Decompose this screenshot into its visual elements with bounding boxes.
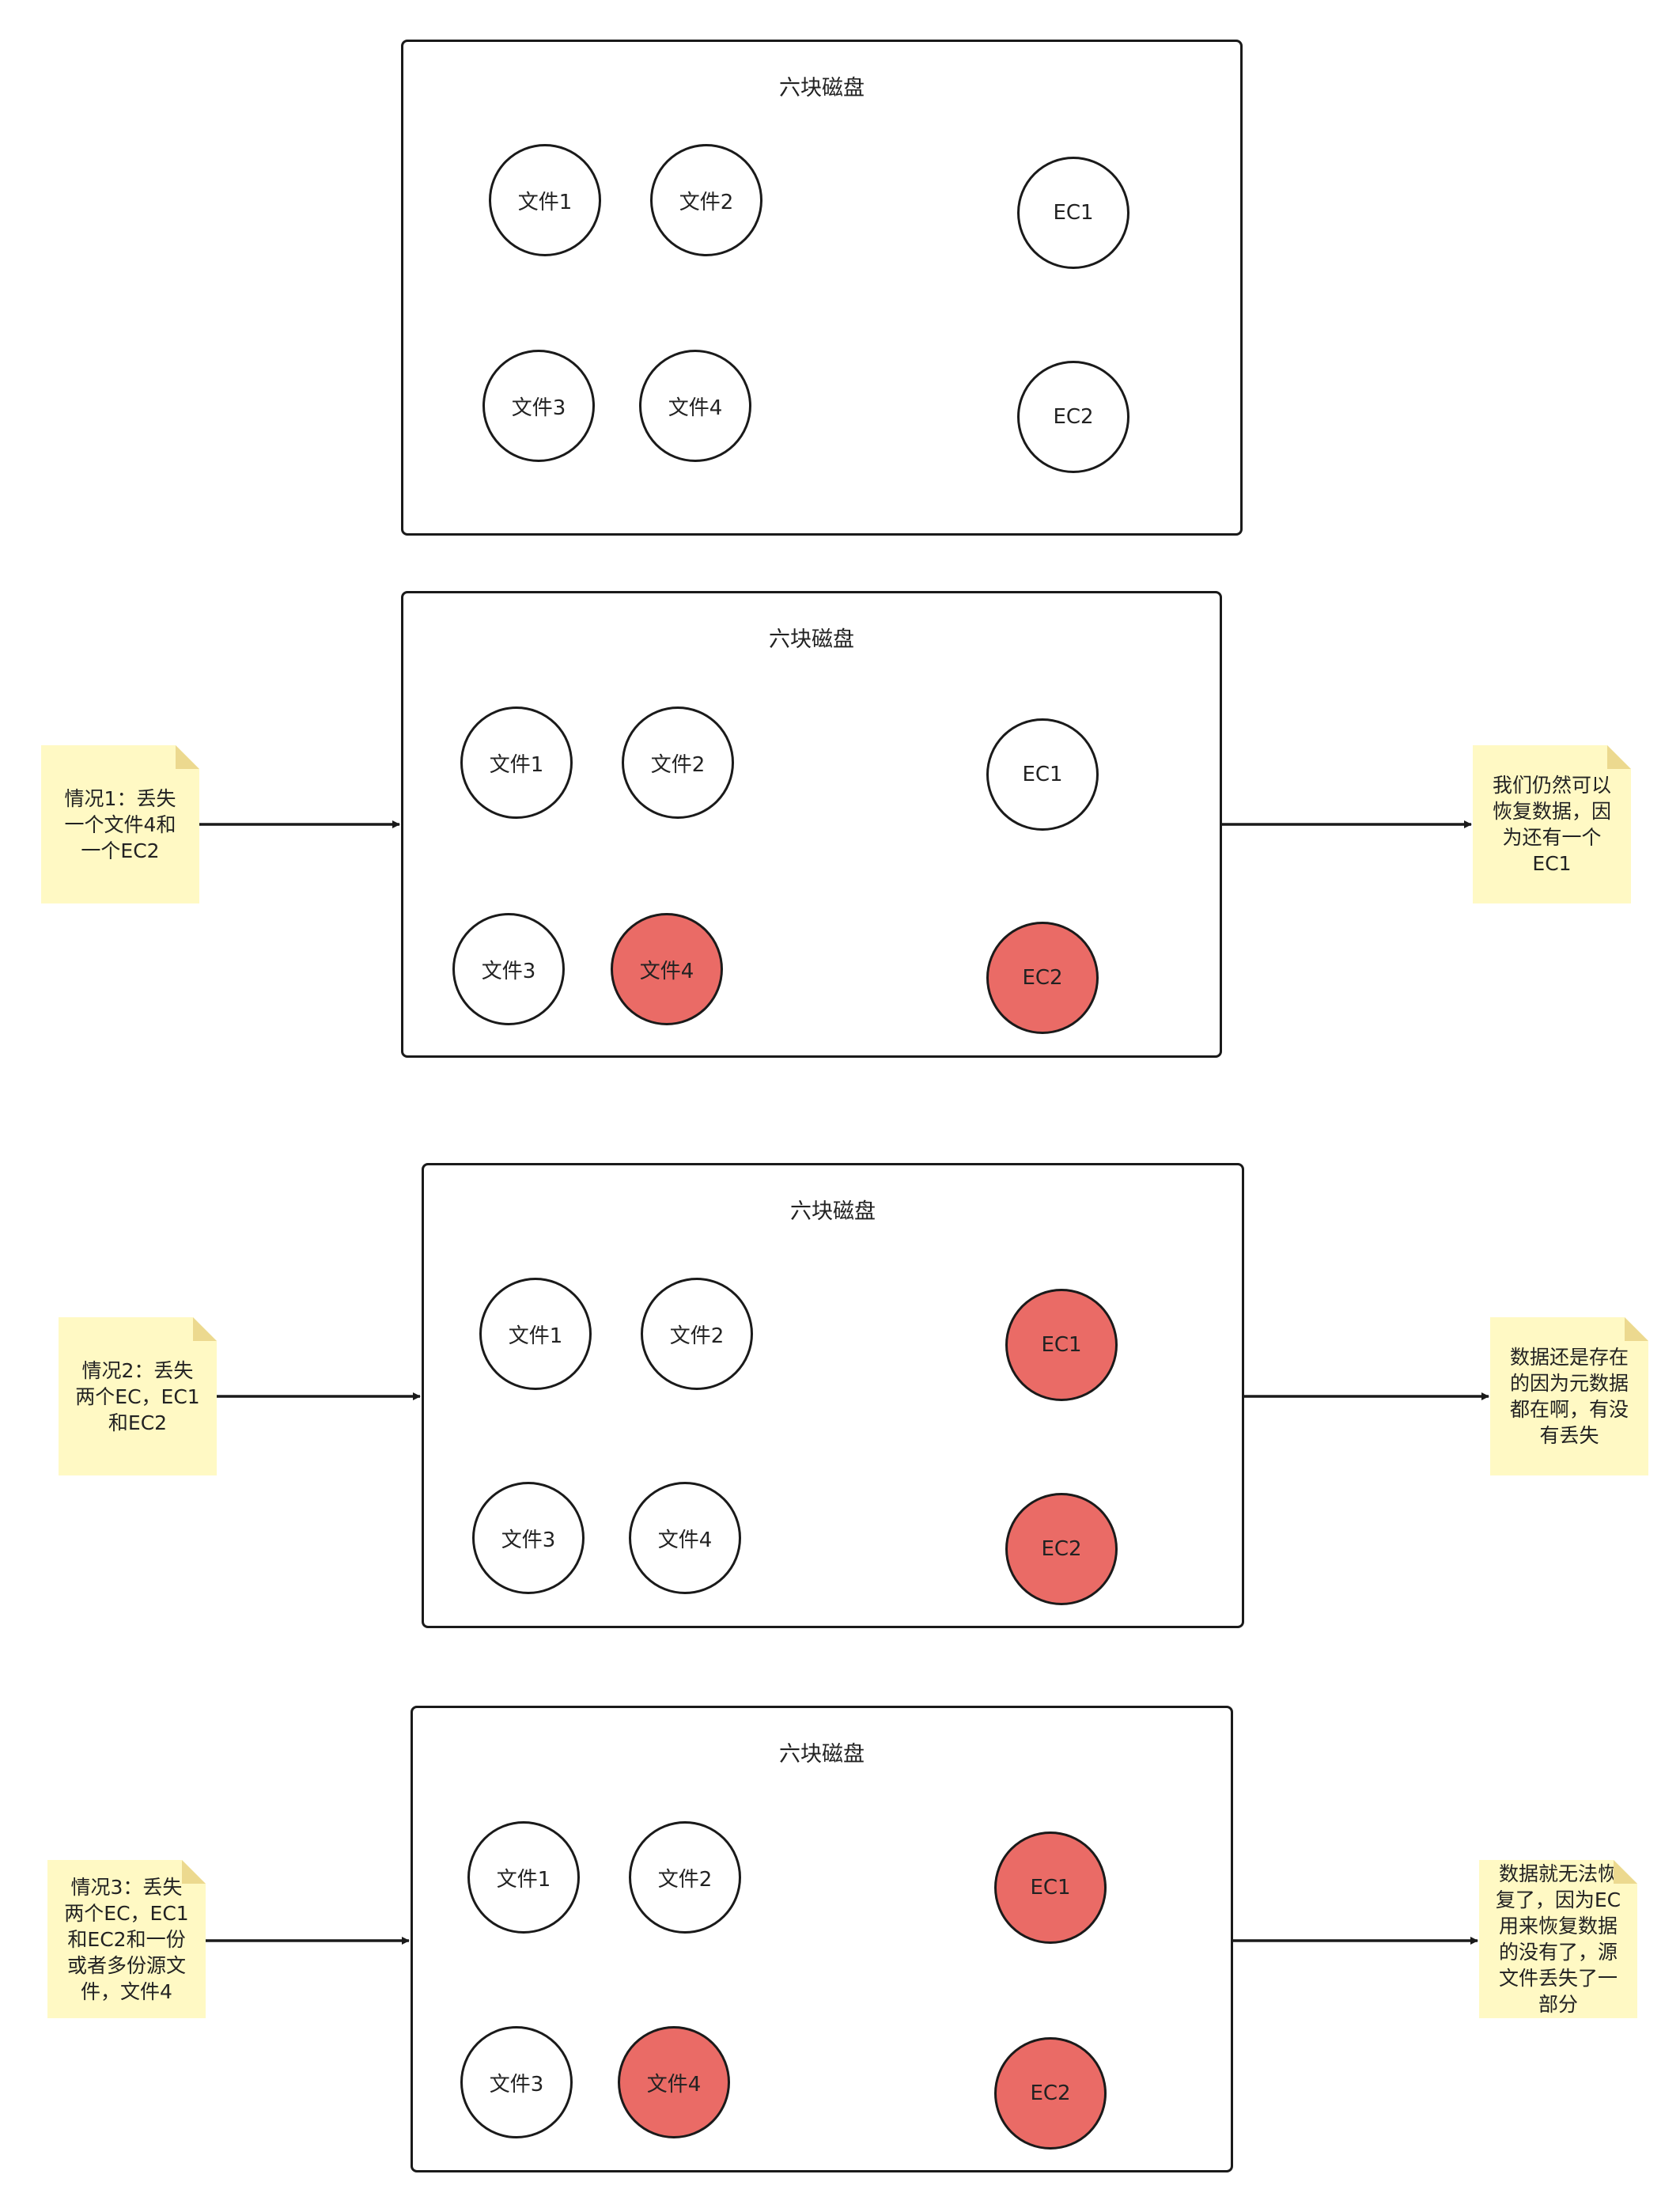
disk-node-文件1: 文件1 xyxy=(489,144,601,256)
disk-node-文件2: 文件2 xyxy=(622,706,734,819)
disk-node-文件3: 文件3 xyxy=(452,913,565,1025)
disk-node-EC1: EC1 xyxy=(1017,157,1129,269)
disk-node-EC1: EC1 xyxy=(986,718,1099,831)
disk-node-文件3: 文件3 xyxy=(460,2026,573,2138)
disk-node-文件2: 文件2 xyxy=(629,1821,741,1934)
lost-disk-node-EC1: EC1 xyxy=(994,1831,1107,1944)
disk-node-文件2: 文件2 xyxy=(641,1278,753,1390)
lost-disk-node-文件4: 文件4 xyxy=(611,913,723,1025)
lost-disk-node-EC1: EC1 xyxy=(1005,1289,1118,1401)
panel-title: 六块磁盘 xyxy=(790,1199,876,1224)
disk-node-EC2: EC2 xyxy=(1017,361,1129,473)
panel-title: 六块磁盘 xyxy=(779,76,865,100)
disk-node-文件1: 文件1 xyxy=(460,706,573,819)
result-note-3: 数据就无法恢 复了，因为EC 用来恢复数据 的没有了，源 文件丢失了一 部分 xyxy=(1479,1860,1637,2018)
lost-disk-node-EC2: EC2 xyxy=(1005,1493,1118,1605)
disk-panel-1: 六块磁盘 xyxy=(401,40,1243,536)
lost-disk-node-EC2: EC2 xyxy=(986,922,1099,1034)
result-note-2: 数据还是存在 的因为元数据 都在啊，有没 有丢失 xyxy=(1490,1317,1648,1475)
disk-node-文件1: 文件1 xyxy=(467,1821,580,1934)
disk-node-文件3: 文件3 xyxy=(482,350,595,462)
case-note-1: 情况1：丢失 一个文件4和 一个EC2 xyxy=(41,745,199,903)
case-note-2: 情况2：丢失 两个EC，EC1 和EC2 xyxy=(59,1317,217,1475)
panel-title: 六块磁盘 xyxy=(779,1742,865,1767)
disk-node-文件3: 文件3 xyxy=(472,1482,585,1594)
disk-node-文件1: 文件1 xyxy=(479,1278,592,1390)
case-note-3: 情况3：丢失 两个EC，EC1 和EC2和一份 或者多份源文 件，文件4 xyxy=(47,1860,206,2018)
disk-node-文件2: 文件2 xyxy=(650,144,762,256)
disk-node-文件4: 文件4 xyxy=(639,350,751,462)
result-note-1: 我们仍然可以 恢复数据，因 为还有一个 EC1 xyxy=(1473,745,1631,903)
disk-node-文件4: 文件4 xyxy=(629,1482,741,1594)
lost-disk-node-EC2: EC2 xyxy=(994,2037,1107,2150)
lost-disk-node-文件4: 文件4 xyxy=(618,2026,730,2138)
panel-title: 六块磁盘 xyxy=(769,627,854,652)
